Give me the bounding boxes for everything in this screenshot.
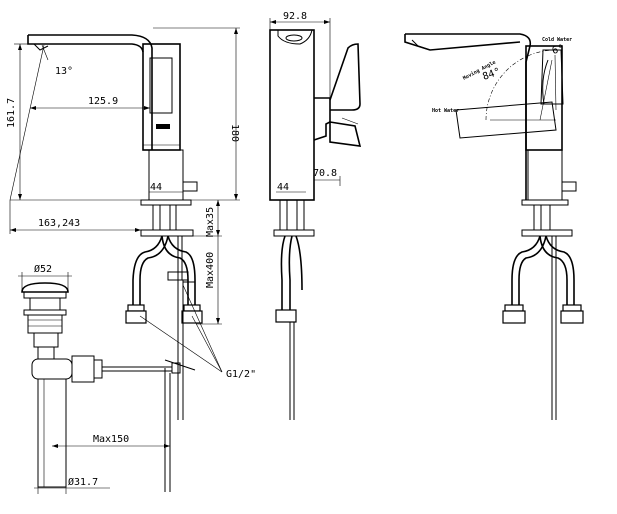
max35-label: Max35 bbox=[205, 207, 216, 237]
dim-44-side-label: 44 bbox=[277, 182, 289, 193]
max150-label: Max150 bbox=[93, 434, 129, 445]
dia-31-7-label: Ø31.7 bbox=[68, 476, 98, 488]
angle-13-label: 13° bbox=[55, 66, 73, 77]
hot-water-label: Hot Water bbox=[432, 108, 459, 114]
handle-angle-view: Cold Water Hot Water Moving Angle 84° 6° bbox=[404, 33, 584, 420]
pop-up-drain: Ø52 Max150 Ø31.7 G1/2" bbox=[18, 263, 256, 494]
max400-label: Max400 bbox=[205, 252, 216, 288]
dim-125-9-label: 125.9 bbox=[88, 96, 118, 107]
dim-161-7-label: 161.7 bbox=[6, 98, 17, 128]
angle-6-label: 6° bbox=[551, 43, 565, 57]
front-view: 13° 125.9 161.7 180 44 163,243 bbox=[6, 27, 240, 420]
dim-92-8-label: 92.8 bbox=[283, 11, 307, 22]
dia-52-label: Ø52 bbox=[34, 263, 52, 275]
dim-44-front-label: 44 bbox=[150, 182, 162, 193]
g-half-inch-label: G1/2" bbox=[226, 369, 256, 380]
side-view: 92.8 70.8 44 bbox=[269, 11, 362, 420]
dim-163-243-label: 163,243 bbox=[38, 218, 80, 229]
dim-180-label: 180 bbox=[229, 124, 240, 142]
dim-70-8-label: 70.8 bbox=[313, 168, 337, 179]
cold-water-label: Cold Water bbox=[542, 37, 572, 43]
